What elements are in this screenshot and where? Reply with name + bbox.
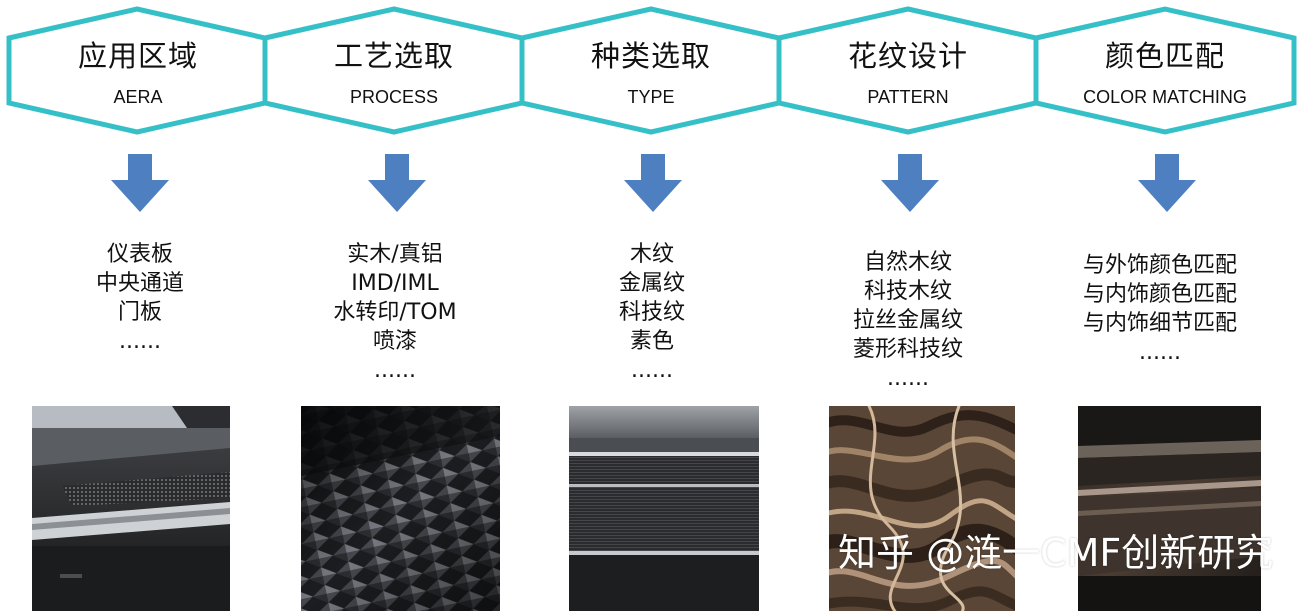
step-subtitle: PROCESS <box>349 87 439 107</box>
list-item: ...... <box>374 358 416 383</box>
step-subtitle: AERA <box>113 87 163 107</box>
door-panel-photo <box>1078 406 1261 611</box>
wood-grain-photo <box>829 406 1015 611</box>
hexagon-outline-color-matching <box>1033 6 1297 135</box>
step-subtitle: COLOR MATCHING <box>1083 87 1247 107</box>
step-aera-header: 应用区域 AERA <box>13 0 263 140</box>
list-item: 实木/真铝 <box>347 242 443 267</box>
list-item: ...... <box>119 329 161 354</box>
list-item: 素色 <box>629 329 674 354</box>
step-type-items: 木纹 金属纹 科技纹 素色 ...... <box>527 240 777 385</box>
process-flow-header: 应用区域 AERA 工艺选取 PROCESS 种类选取 TYPE 花纹设计 PA… <box>0 0 1312 140</box>
step-title: 工艺选取 <box>333 39 454 73</box>
list-item: 拉丝金属纹 <box>852 308 963 333</box>
list-item: 门板 <box>117 300 162 325</box>
step-process-items: 实木/真铝 IMD/IML 水转印/TOM 喷漆 ...... <box>270 240 520 385</box>
step-title: 颜色匹配 <box>1104 39 1225 73</box>
down-arrow-icon <box>624 154 682 212</box>
brushed-trim-photo <box>569 406 759 611</box>
dashboard-photo <box>32 406 230 611</box>
down-arrow-icon <box>368 154 426 212</box>
step-title: 花纹设计 <box>847 39 968 73</box>
step-type-header: 种类选取 TYPE <box>526 0 776 140</box>
step-subtitle: TYPE <box>627 87 675 107</box>
list-item: 喷漆 <box>372 329 417 354</box>
list-item: 科技木纹 <box>863 279 952 304</box>
step-subtitle: PATTERN <box>867 87 949 107</box>
step-color-matching-header: 颜色匹配 COLOR MATCHING <box>1040 0 1290 140</box>
down-arrow-icon <box>1138 154 1196 212</box>
list-item: ...... <box>631 358 673 383</box>
down-arrow-icon <box>881 154 939 212</box>
watermark-text: 知乎 @涟一CMF创新研究 <box>838 531 1274 575</box>
list-item: ...... <box>887 366 929 391</box>
list-item: IMD/IML <box>351 271 439 296</box>
list-item: 金属纹 <box>618 271 685 296</box>
step-process-header: 工艺选取 PROCESS <box>269 0 519 140</box>
list-item: 与外饰颜色匹配 <box>1082 253 1237 278</box>
list-item: 中央通道 <box>95 271 184 296</box>
list-item: 与内饰细节匹配 <box>1082 311 1237 336</box>
step-title: 应用区域 <box>77 39 198 73</box>
down-arrow-icon <box>111 154 169 212</box>
list-item: 与内饰颜色匹配 <box>1082 282 1237 307</box>
hexagon-outline-row <box>6 6 1297 135</box>
step-color-matching-items: 与外饰颜色匹配 与内饰颜色匹配 与内饰细节匹配 ...... <box>1035 251 1285 367</box>
list-item: 水转印/TOM <box>333 300 457 325</box>
diamond-texture-photo <box>301 406 500 611</box>
list-item: 科技纹 <box>618 300 685 325</box>
list-item: 菱形科技纹 <box>852 337 963 362</box>
step-pattern-header: 花纹设计 PATTERN <box>783 0 1033 140</box>
list-item: 自然木纹 <box>863 250 952 275</box>
list-item: ...... <box>1139 340 1181 365</box>
list-item: 木纹 <box>629 242 674 267</box>
step-pattern-items: 自然木纹 科技木纹 拉丝金属纹 菱形科技纹 ...... <box>783 248 1033 393</box>
step-title: 种类选取 <box>590 39 711 73</box>
list-item: 仪表板 <box>106 242 173 267</box>
step-aera-items: 仪表板 中央通道 门板 ...... <box>15 240 265 356</box>
